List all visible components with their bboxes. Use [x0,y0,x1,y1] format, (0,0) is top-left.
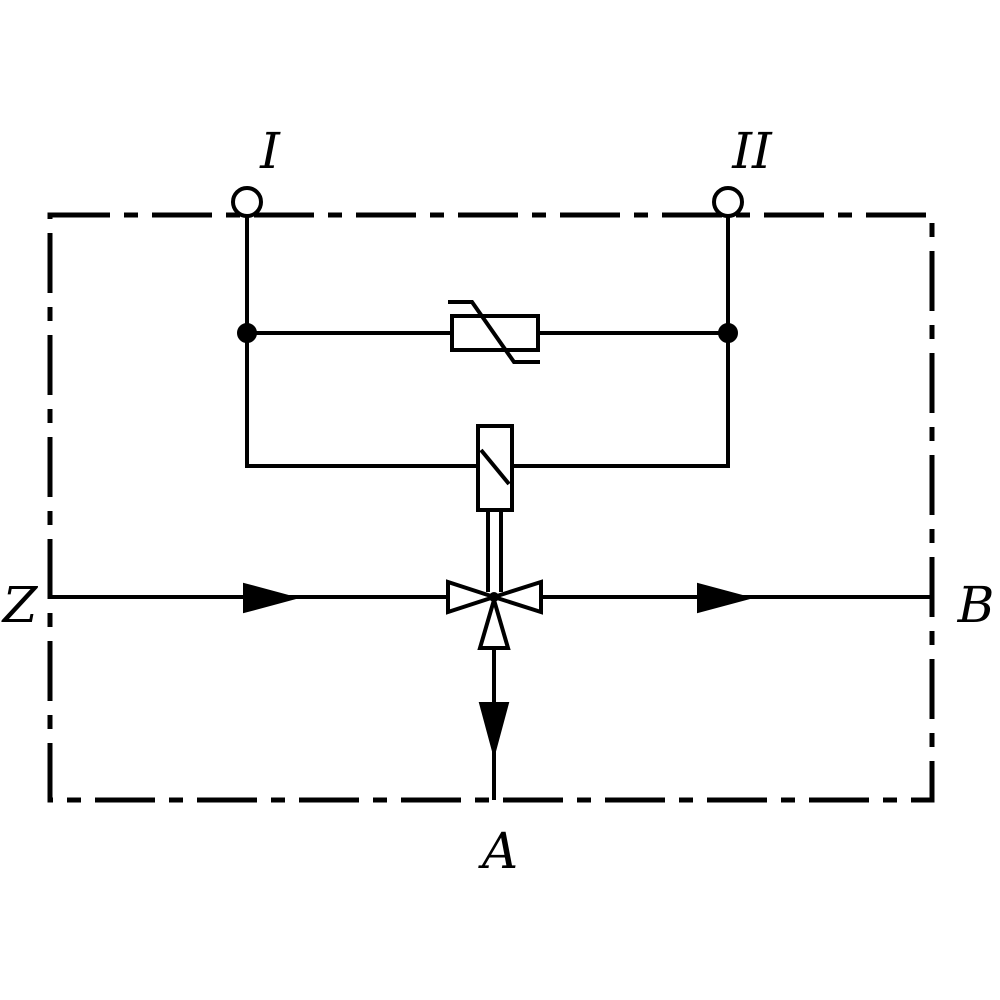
right-wire [512,216,730,468]
terminal-2-circle [712,186,744,218]
flow-arrow-right-2 [697,582,754,614]
terminal-1-circle [231,186,263,218]
port-b-label: B [957,576,995,634]
junction-dot-left [237,323,257,343]
flow-arrow-right-1 [243,582,300,614]
terminal-1-label: I [259,122,281,180]
enclosure-boundary [47,212,935,803]
terminal-2-label: II [731,122,773,180]
port-a-label: A [478,822,518,880]
solenoid-coil-symbol [476,424,514,512]
junction-dot-right [718,323,738,343]
flow-arrow-down [478,702,510,759]
thermistor-symbol [448,300,540,364]
left-wire [245,216,478,468]
port-z-label: Z [1,576,39,634]
three-way-valve-symbol [446,579,543,650]
